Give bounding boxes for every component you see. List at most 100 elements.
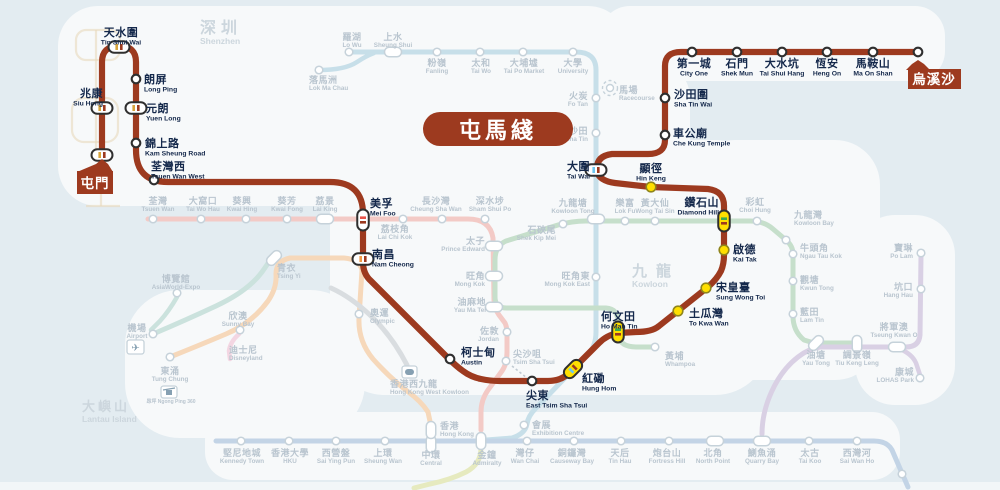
- station-label-en: Causeway Bay: [550, 458, 595, 465]
- station-label-zh: 西營盤: [322, 447, 351, 458]
- station-label-en: Wan Chai: [511, 458, 540, 465]
- line-disneyland-resort-line: [226, 331, 242, 362]
- station-label-en: East Tsim Sha Tsui: [526, 403, 587, 410]
- station-label-zh: 博覽館: [162, 273, 191, 284]
- station-label-en: Shek Kip Mei: [517, 235, 556, 242]
- station-label-zh: 顯徑: [640, 161, 663, 175]
- station-label-en: HKU: [283, 458, 297, 465]
- landmass: [600, 6, 945, 81]
- station-label-en: Ho Man Tin: [601, 324, 638, 331]
- station-label-zh: 黃埔: [664, 350, 684, 361]
- tst-etst-walkway: [511, 365, 528, 379]
- hsr-icon: [401, 365, 418, 379]
- station-label-en: Siu Hong: [73, 101, 103, 108]
- station-label-en: Tai Wai: [567, 174, 590, 181]
- station-label-en: Che Kung Temple: [673, 141, 730, 148]
- station-label-zh: 土瓜灣: [689, 306, 724, 320]
- terminus-station: 烏溪沙: [906, 60, 961, 89]
- station-label-zh: 坑口: [894, 281, 913, 292]
- line-asiaworld-expo-spur: [148, 294, 180, 333]
- station-label-en: Disneyland: [229, 355, 263, 362]
- station-label-zh: 堅尼地城: [223, 447, 261, 458]
- station-label-zh: 尖東: [526, 388, 549, 402]
- station-label-zh: 大學: [563, 57, 582, 68]
- station-label-zh: 奧運: [370, 307, 389, 318]
- station-label-en: Tsuen Wan: [142, 206, 175, 213]
- station-label-en: Sheung Wan: [364, 458, 402, 465]
- station-label-zh: 啟德: [733, 242, 756, 256]
- station-label-zh: 灣仔: [515, 447, 534, 458]
- station-label-zh: 粉嶺: [427, 57, 446, 68]
- station-label-en: Sai Wan Ho: [840, 458, 875, 465]
- station-label-en: Lam Tin: [800, 317, 824, 324]
- station-label-zh: 柯士甸: [461, 345, 496, 359]
- station-label-en: Hung Hom: [582, 386, 616, 393]
- station-label-en: Tai Wo Hau: [186, 206, 220, 213]
- station-label-zh: 長沙灣: [422, 195, 451, 206]
- landmass: [690, 140, 880, 380]
- landmass: [205, 412, 900, 480]
- station-label-zh: 錦上路: [145, 136, 180, 150]
- station-label-en: Yau Tong: [802, 360, 830, 367]
- station-label-zh: 天水圍: [104, 25, 139, 39]
- station-label-zh: 上環: [373, 447, 393, 458]
- station-label-en: Sha Tin: [565, 136, 588, 143]
- station-label-zh: 葵興: [231, 195, 251, 206]
- station-label-en: Tai Po Market: [504, 68, 545, 75]
- station-label-zh: 機場: [127, 322, 146, 333]
- icon-caption: 昂坪 Ngong Ping 360: [146, 398, 195, 405]
- station-label-zh: 荃灣: [148, 195, 167, 206]
- terminus-station: 屯門: [77, 159, 113, 194]
- line-tseung-kwan-o-line: [759, 253, 924, 437]
- station-label-en: Quarry Bay: [745, 458, 779, 465]
- station-label-zh: 紅磡: [582, 371, 605, 385]
- station-label-zh: 大水坑: [765, 56, 800, 70]
- station-label-zh: 天后: [610, 447, 629, 458]
- station-label-en: Lo Wu: [342, 42, 361, 49]
- station-label-en: Airport: [127, 333, 149, 340]
- station-label-zh: 將軍澳: [880, 321, 909, 332]
- station-label-en: Sha Tin Wai: [674, 102, 712, 109]
- station-label-zh: 黃大仙: [640, 197, 670, 208]
- station-label-en: Tiu Keng Leng: [835, 360, 879, 367]
- station-label-zh: 調景嶺: [843, 349, 872, 360]
- airport-icon: ✈: [126, 339, 145, 355]
- cablecar-icon: 昂坪 Ngong Ping 360: [146, 385, 196, 405]
- station-label-en: Prince Edward: [441, 246, 485, 253]
- station-label-zh: 葵芳: [276, 195, 296, 206]
- station-label-en: Kwun Tong: [800, 285, 834, 292]
- station-label-en: Kowloon Tong: [551, 208, 594, 215]
- station-label-zh: 元朗: [146, 101, 169, 115]
